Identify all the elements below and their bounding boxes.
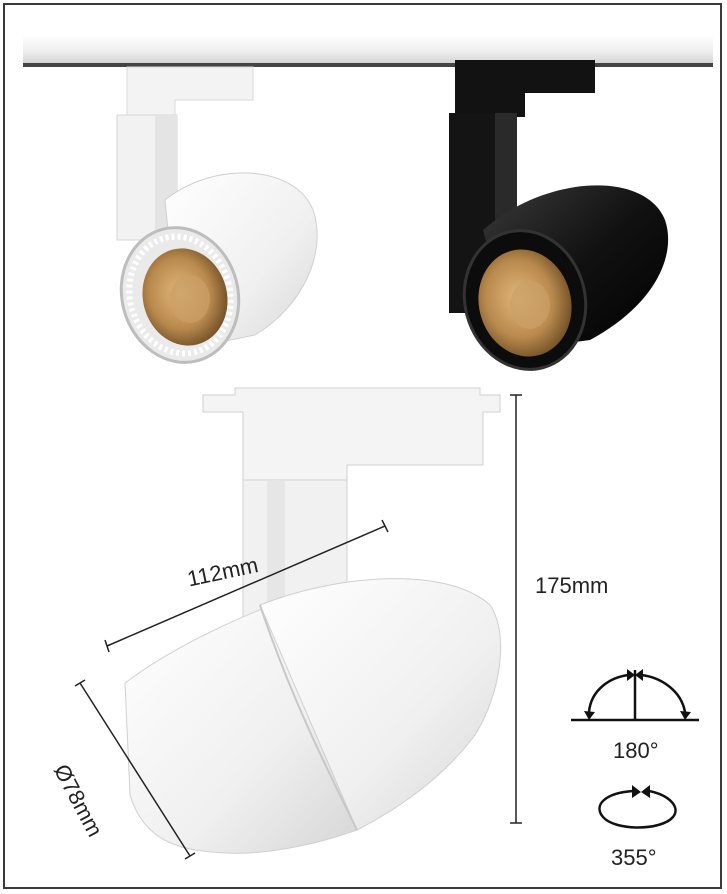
- white-spotlight: [116, 66, 318, 364]
- length-dimension-line: [106, 525, 386, 647]
- height-label: 175mm: [535, 573, 609, 598]
- pan-angle-label: 355°: [611, 845, 657, 870]
- dimension-lines: [74, 394, 522, 860]
- product-illustration: [23, 35, 713, 860]
- tilt-angle-label: 180°: [613, 738, 659, 763]
- dimension-spotlight: [124, 387, 502, 854]
- product-image-frame: 112mm 175mm Ø78mm 180° 355°: [3, 3, 722, 889]
- tilt-rotation-icon: [571, 669, 699, 722]
- black-spotlight: [449, 60, 669, 371]
- track-rail: [23, 35, 713, 67]
- diameter-dimension-line: [79, 682, 191, 857]
- pan-rotation-icon: [598, 785, 677, 829]
